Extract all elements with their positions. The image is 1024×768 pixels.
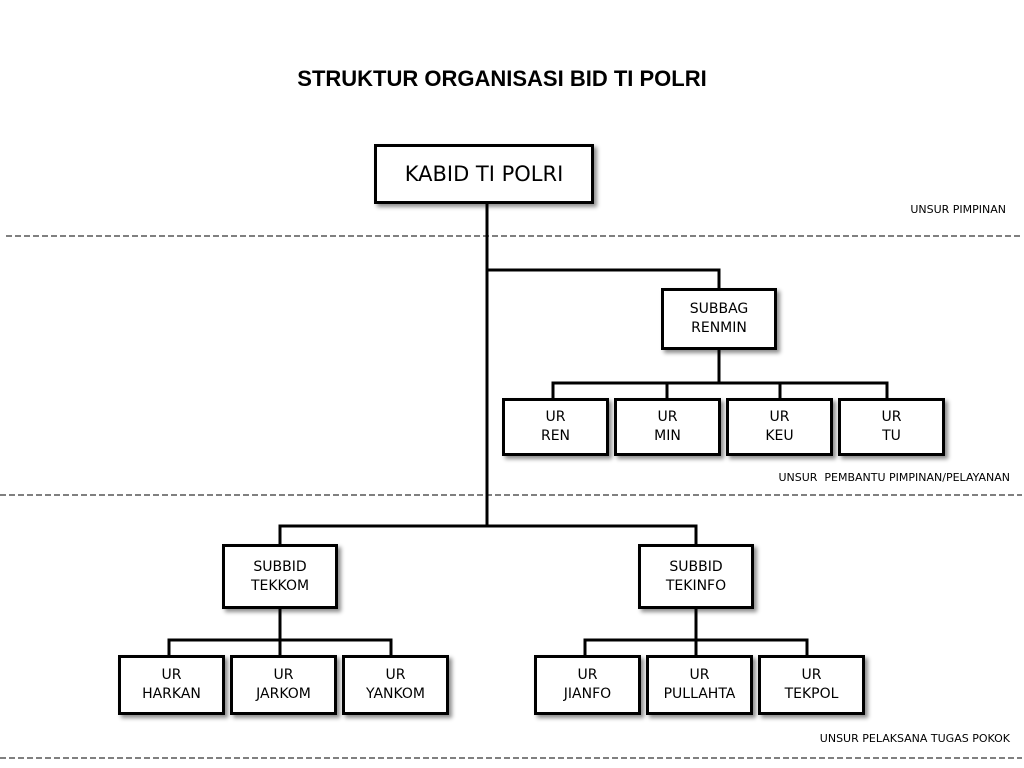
node-label-line2: HARKAN: [142, 686, 201, 702]
node-ur-jianfo: UR JIANFO: [534, 655, 641, 715]
node-label-line2: TEKINFO: [665, 577, 727, 594]
node-ur-jarkom: UR JARKOM: [230, 655, 337, 715]
node-label-line1: UR: [577, 667, 598, 683]
node-ur-ren: UR REN: [502, 398, 609, 456]
node-kabid-ti-polri: KABID TI POLRI: [374, 144, 594, 204]
zone-label-pimpinan: UNSUR PIMPINAN: [910, 203, 1006, 216]
node-ur-yankom: UR YANKOM: [342, 655, 449, 715]
zone-label-pelaksana: UNSUR PELAKSANA TUGAS POKOK: [819, 732, 1010, 745]
node-label-line1: SUBBID: [253, 558, 307, 575]
node-ur-min: UR MIN: [614, 398, 721, 456]
node-label-line1: UR: [769, 409, 790, 425]
node-label-line1: UR: [273, 667, 294, 683]
node-label-line1: SUBBID: [669, 558, 723, 575]
node-label-line1: UR: [881, 409, 902, 425]
node-ur-tekpol: UR TEKPOL: [758, 655, 865, 715]
node-label-line1: UR: [161, 667, 182, 683]
node-ur-tu: UR TU: [838, 398, 945, 456]
node-label-line2: TEKPOL: [784, 686, 839, 702]
node-label-line2: KEU: [765, 428, 794, 444]
node-subbid-tekkom: SUBBID TEKKOM: [222, 544, 338, 609]
node-ur-pullahta: UR PULLAHTA: [646, 655, 753, 715]
node-label-line1: UR: [657, 409, 678, 425]
node-subbag-renmin: SUBBAG RENMIN: [661, 288, 777, 350]
node-label-line2: PULLAHTA: [663, 686, 736, 702]
node-label-line2: MIN: [654, 428, 681, 444]
node-label-line2: TU: [882, 428, 901, 444]
node-label: KABID TI POLRI: [404, 161, 564, 186]
node-ur-keu: UR KEU: [726, 398, 833, 456]
node-label-line2: JIANFO: [563, 686, 612, 702]
node-label-line2: YANKOM: [365, 686, 426, 702]
chart-title: STRUKTUR ORGANISASI BID TI POLRI: [297, 66, 707, 91]
zone-label-pembantu: UNSUR PEMBANTU PIMPINAN/PELAYANAN: [778, 471, 1010, 484]
node-label-line1: UR: [689, 667, 710, 683]
node-label-line2: TEKKOM: [250, 577, 310, 594]
node-label-line2: REN: [540, 428, 571, 444]
node-ur-harkan: UR HARKAN: [118, 655, 225, 715]
node-label-line1: SUBBAG: [689, 301, 749, 317]
node-label-line2: RENMIN: [691, 320, 747, 336]
node-subbid-tekinfo: SUBBID TEKINFO: [638, 544, 754, 609]
node-label-line1: UR: [385, 667, 406, 683]
node-label-line2: JARKOM: [256, 686, 311, 702]
node-label-line1: UR: [801, 667, 822, 683]
node-label-line1: UR: [545, 409, 566, 425]
